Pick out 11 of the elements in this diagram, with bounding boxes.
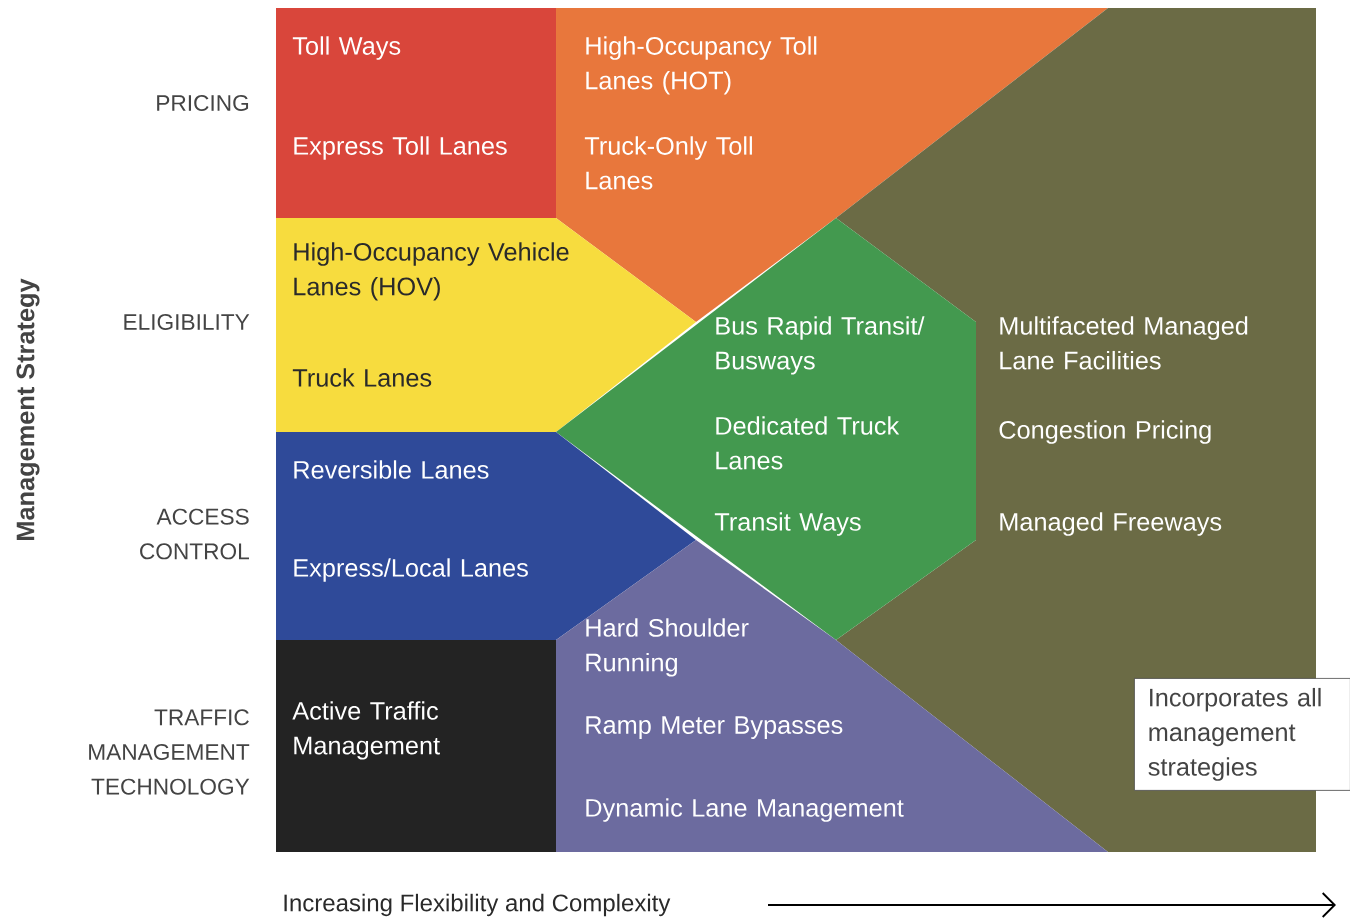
row-label: PRICING: [157, 94, 249, 112]
axis-title: Management Strategy: [16, 278, 40, 540]
row-label: ELIGIBILITY: [124, 313, 250, 331]
strategy-region: Active Traffic Management: [276, 640, 556, 852]
strategy-region: Toll Ways Express Toll Lanes: [276, 8, 556, 218]
row-label: TRAFFIC MANAGEMENT TECHNOLOGY: [89, 709, 250, 795]
strategy-region: Hard Shoulder Running Ramp Meter Bypasses Dynamic Lane Management: [556, 540, 1108, 852]
axis-title: Increasing Flexibility and Complexity: [284, 893, 671, 917]
strategy-region: High-Occupancy Vehicle Lanes (HOV) Truck Lanes: [276, 218, 696, 432]
row-label: ACCESS CONTROL: [140, 508, 249, 560]
note-box: Incorporates all management strategies: [1134, 678, 1350, 791]
